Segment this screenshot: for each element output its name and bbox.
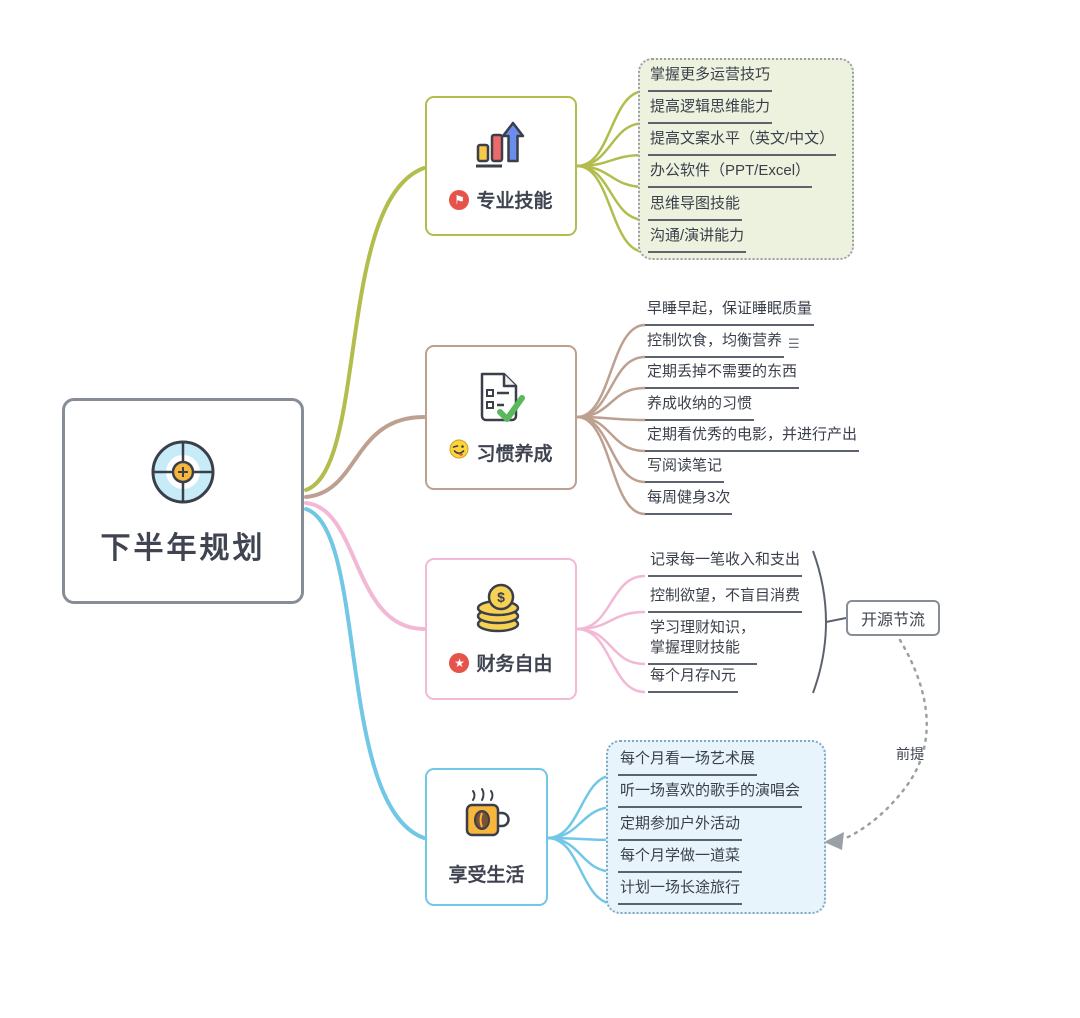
sub-edge [576, 574, 646, 631]
subtopic-item[interactable]: 沟通/演讲能力 [648, 226, 747, 253]
sub-edge [576, 164, 646, 254]
subtopic-item[interactable]: 办公软件（PPT/Excel） [648, 161, 813, 188]
notes-marker-icon[interactable]: ☰ [788, 336, 800, 351]
subtopic-item[interactable]: 提高文案水平（英文/中文） [648, 129, 837, 156]
subtopic-item[interactable]: 提高逻辑思维能力 [648, 97, 773, 124]
subtopic-item[interactable]: 学习理财知识， 掌握理财技能 [648, 618, 758, 665]
subtopic-item[interactable]: 记录每一笔收入和支出 [648, 550, 803, 577]
life-group-box [606, 740, 826, 914]
bar-chart-icon [472, 119, 530, 176]
branch-node-life[interactable]: 享受生活 [425, 768, 548, 906]
wink-emoji-icon [449, 439, 469, 465]
branch-edge-habits [304, 415, 426, 499]
relation-arrowhead [824, 832, 844, 850]
sub-edge [546, 836, 616, 874]
branch-edge-skills [304, 166, 426, 492]
sub-edge [546, 773, 616, 840]
summary-label: 开源节流 [860, 612, 925, 629]
root-title: 下半年规划 [100, 531, 266, 565]
subtopic-item[interactable]: 掌握更多运营技巧 [648, 65, 773, 92]
sub-edge [576, 415, 646, 516]
sub-edge [576, 355, 646, 419]
target-icon [147, 436, 219, 513]
svg-text:$: $ [497, 589, 505, 605]
sub-edge [576, 610, 646, 631]
subtopic-item[interactable]: 养成收纳的习惯 [645, 394, 755, 421]
branch-label-life: 享受生活 [448, 865, 525, 886]
sub-edge [576, 415, 646, 453]
subtopic-item[interactable]: 写阅读笔记 [645, 456, 725, 483]
subtopic-item[interactable]: 思维导图技能 [648, 194, 743, 221]
subtopic-item[interactable]: 定期参加户外活动 [618, 814, 743, 841]
branch-edge-finance [304, 501, 426, 631]
subtopic-item[interactable]: 控制饮食，均衡营养 [645, 331, 785, 358]
star-icon: ★ [449, 652, 470, 673]
branch-label-habits: 习惯养成 [476, 443, 553, 465]
sub-edge [576, 89, 646, 168]
coffee-cup-icon [460, 787, 514, 850]
sub-edge [576, 627, 646, 694]
subtopic-item[interactable]: 每周健身3次 [645, 488, 733, 515]
summary-bracket [812, 550, 827, 694]
subtopic-item[interactable]: 每个月学做一道菜 [618, 846, 743, 873]
relation-label: 前提 [896, 746, 924, 762]
branch-edge-life [304, 507, 426, 840]
branch-label-finance: 财务自由 [476, 654, 553, 675]
subtopic-item[interactable]: 每个月看一场艺术展 [618, 749, 758, 776]
subtopic-item[interactable]: 定期丢掉不需要的东西 [645, 362, 800, 389]
subtopic-item[interactable]: 每个月存N元 [648, 666, 738, 693]
branch-label-skills: 专业技能 [476, 191, 553, 212]
coins-icon: $ [473, 582, 529, 639]
branch-node-finance[interactable]: $ ★ 财务自由 [425, 558, 577, 700]
subtopic-item[interactable]: 听一场喜欢的歌手的演唱会 [618, 781, 803, 808]
branch-node-habits[interactable]: 习惯养成 [425, 345, 577, 490]
branch-node-skills[interactable]: ⚑ 专业技能 [425, 96, 577, 236]
sub-edge [546, 836, 616, 906]
subtopic-item[interactable]: 定期看优秀的电影，并进行产出 [645, 425, 860, 452]
summary-bracket-tail [825, 617, 847, 623]
summary-node[interactable]: 开源节流 [846, 600, 940, 636]
root-node[interactable]: 下半年规划 [62, 398, 304, 604]
sub-edge [546, 805, 616, 840]
subtopic-item[interactable]: 早睡早起，保证睡眠质量 [645, 299, 815, 326]
sub-edge [576, 323, 646, 419]
relation-arrow [842, 638, 928, 841]
flag-icon: ⚑ [449, 189, 470, 210]
checklist-icon [476, 370, 526, 429]
subtopic-item[interactable]: 控制欲望，不盲目消费 [648, 586, 803, 613]
subtopic-item[interactable]: 计划一场长途旅行 [618, 878, 743, 905]
